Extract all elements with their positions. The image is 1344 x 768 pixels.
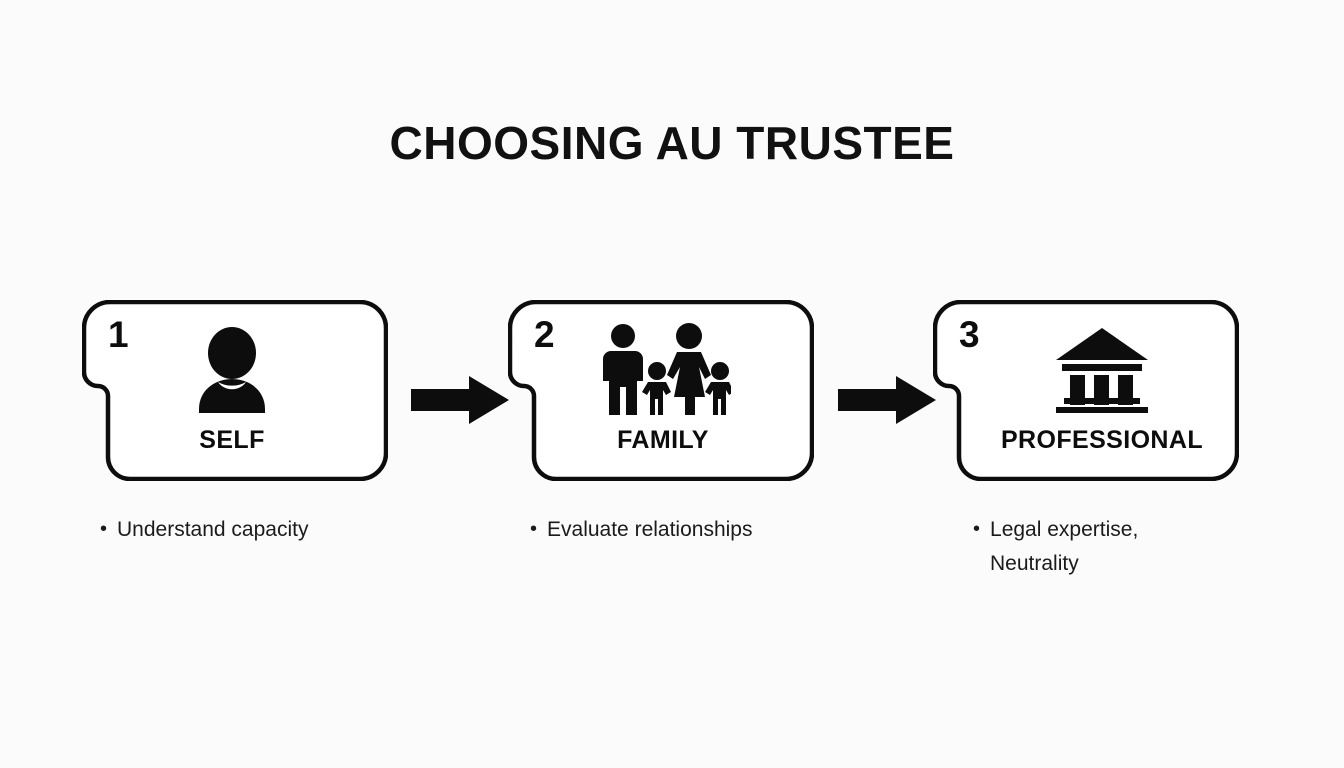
step-bullets-family: • Evaluate relationships [530,513,850,547]
bullet-marker-icon: • [530,518,538,540]
bullet-text: Legal expertise, Neutrality [990,518,1139,576]
trustee-steps-flow: 1 SELF • Understand capacity [0,300,1344,600]
card-outline-family: 2 FAMILY [508,300,814,481]
step-number-3: 3 [959,314,980,355]
bullet-item: • Understand capacity [100,513,420,547]
step-number-1: 1 [108,314,129,355]
bullet-text: Evaluate relationships [547,518,753,541]
family-icon [510,323,816,416]
bullet-text: Understand capacity [117,518,309,541]
bank-icon [949,324,1255,416]
person-icon [79,324,385,416]
card-shape-icon [933,300,1239,481]
step-bullets-self: • Understand capacity [100,513,420,547]
step-label-family: FAMILY [617,426,709,454]
card-outline-professional: 3 PROFESSIONAL [933,300,1239,481]
bullet-marker-icon: • [100,518,108,540]
bullet-marker-icon: • [973,518,981,540]
arrow-step2-to-step3 [838,374,936,426]
step-label-professional: PROFESSIONAL [1000,426,1204,454]
step-label-self: SELF [199,426,265,454]
step-number-2: 2 [534,314,555,355]
card-outline-self: 1 SELF [82,300,388,481]
bullet-item: • Legal expertise, Neutrality [973,513,1213,581]
step-card-professional[interactable]: 3 PROFESSIONAL • Legal expertise, Neutra… [933,300,1239,575]
bullet-item: • Evaluate relationships [530,513,850,547]
step-card-family[interactable]: 2 FAMILY [508,300,814,541]
step-card-self[interactable]: 1 SELF • Understand capacity [82,300,388,541]
page-title: CHOOSING AU TRUSTEE [389,117,955,169]
step-bullets-professional: • Legal expertise, Neutrality [973,513,1213,581]
arrow-step1-to-step2 [411,374,509,426]
